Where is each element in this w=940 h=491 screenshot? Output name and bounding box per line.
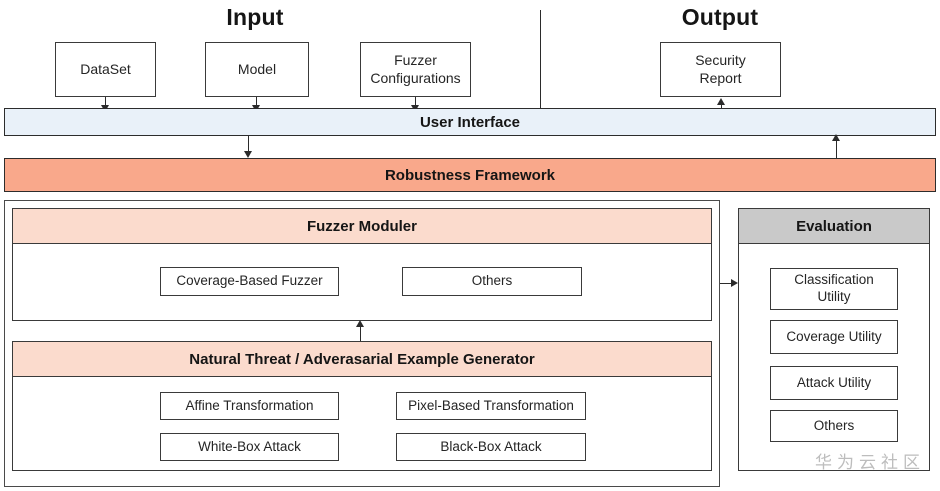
fuzzer-item-others-label: Others bbox=[471, 273, 513, 289]
module-fuzzer-moduler: Fuzzer Moduler bbox=[12, 208, 712, 321]
module-threat-generator-header: Natural Threat / Adverasarial Example Ge… bbox=[13, 342, 711, 377]
generator-item-white-box-attack-label: White-Box Attack bbox=[198, 438, 301, 454]
connector-model-to-ui bbox=[256, 97, 258, 110]
fuzzer-item-coverage-based-fuzzer[interactable]: Coverage-Based Fuzzer bbox=[160, 267, 339, 296]
arrowhead-fuzzer-to-evaluation bbox=[731, 279, 738, 287]
module-fuzzer-moduler-header: Fuzzer Moduler bbox=[13, 209, 711, 244]
generator-item-black-box-attack-label: Black-Box Attack bbox=[440, 438, 542, 454]
band-user-interface[interactable]: User Interface bbox=[4, 108, 936, 136]
band-robustness-framework[interactable]: Robustness Framework bbox=[4, 158, 936, 192]
panel-evaluation-title: Evaluation bbox=[796, 217, 872, 235]
input-box-fuzzer-configurations[interactable]: Fuzzer Configurations bbox=[360, 42, 471, 97]
connector-robustness-to-ui bbox=[836, 140, 838, 158]
connector-fuzzer-to-evaluation bbox=[720, 283, 733, 285]
evaluation-item-attack-utility-label: Attack Utility bbox=[796, 374, 872, 390]
input-box-model[interactable]: Model bbox=[205, 42, 309, 97]
evaluation-item-classification-utility[interactable]: Classification Utility bbox=[770, 268, 898, 310]
connector-generator-to-fuzzer bbox=[360, 326, 362, 342]
generator-item-pixel-based-transformation-label: Pixel-Based Transformation bbox=[408, 397, 574, 413]
watermark-text: 华为云社区 bbox=[815, 453, 925, 473]
connector-dataset-to-ui bbox=[105, 97, 107, 110]
module-fuzzer-moduler-title: Fuzzer Moduler bbox=[306, 217, 417, 235]
input-box-fuzzer-configurations-label: Fuzzer Configurations bbox=[370, 52, 461, 86]
band-robustness-framework-label: Robustness Framework bbox=[384, 166, 556, 184]
module-threat-generator: Natural Threat / Adverasarial Example Ge… bbox=[12, 341, 712, 471]
output-section-title: Output bbox=[681, 4, 759, 30]
evaluation-item-attack-utility[interactable]: Attack Utility bbox=[770, 366, 898, 400]
evaluation-item-others[interactable]: Others bbox=[770, 410, 898, 442]
output-box-security-report-label: Security Report bbox=[695, 52, 746, 86]
generator-item-affine-transformation-label: Affine Transformation bbox=[185, 397, 314, 413]
fuzzer-item-others[interactable]: Others bbox=[402, 267, 582, 296]
input-box-dataset-label: DataSet bbox=[80, 60, 131, 77]
input-output-divider bbox=[540, 10, 542, 110]
evaluation-item-coverage-utility[interactable]: Coverage Utility bbox=[770, 320, 898, 354]
panel-evaluation-header: Evaluation bbox=[739, 209, 929, 244]
generator-item-white-box-attack[interactable]: White-Box Attack bbox=[160, 433, 339, 461]
evaluation-item-classification-utility-label: Classification Utility bbox=[794, 272, 874, 304]
connector-ui-to-robustness bbox=[248, 136, 250, 155]
arrowhead-generator-to-fuzzer bbox=[356, 320, 364, 327]
connector-fuzzerconfig-to-ui bbox=[415, 97, 417, 110]
generator-item-black-box-attack[interactable]: Black-Box Attack bbox=[396, 433, 586, 461]
input-box-model-label: Model bbox=[237, 60, 277, 77]
input-section-title: Input bbox=[226, 4, 284, 30]
generator-item-affine-transformation[interactable]: Affine Transformation bbox=[160, 392, 339, 420]
arrowhead-ui-to-robustness bbox=[244, 151, 252, 158]
fuzzer-item-coverage-based-fuzzer-label: Coverage-Based Fuzzer bbox=[176, 273, 323, 289]
input-box-dataset[interactable]: DataSet bbox=[55, 42, 156, 97]
arrowhead-robustness-to-ui bbox=[832, 134, 840, 141]
band-user-interface-label: User Interface bbox=[419, 113, 521, 131]
output-box-security-report[interactable]: Security Report bbox=[660, 42, 781, 97]
evaluation-item-others-label: Others bbox=[813, 417, 855, 433]
generator-item-pixel-based-transformation[interactable]: Pixel-Based Transformation bbox=[396, 392, 586, 420]
module-threat-generator-title: Natural Threat / Adverasarial Example Ge… bbox=[189, 350, 535, 368]
evaluation-item-coverage-utility-label: Coverage Utility bbox=[786, 328, 882, 344]
arrowhead-ui-to-security-report bbox=[717, 98, 725, 105]
